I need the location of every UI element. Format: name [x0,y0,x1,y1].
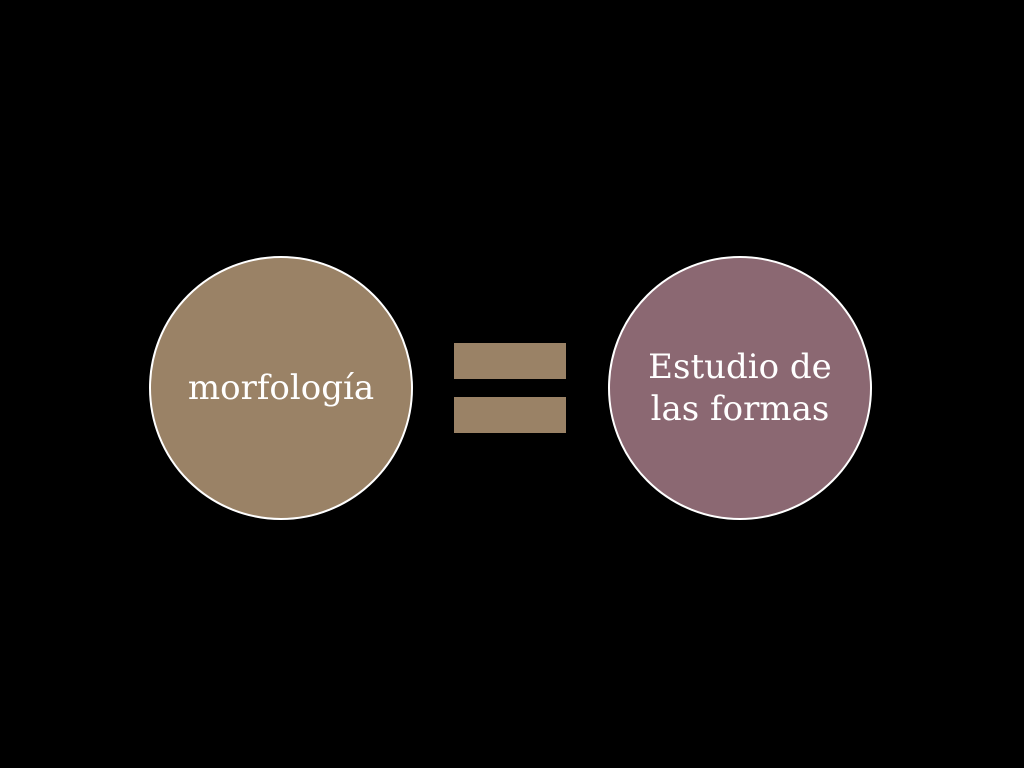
morphology-label: morfología [168,367,394,409]
equals-bar-bottom [454,397,566,433]
definition-line-2: las formas [650,389,830,429]
definition-line-1: Estudio de [648,347,832,387]
morphology-term: morfología [187,368,375,408]
equals-bar-top [454,343,566,379]
morphology-circle: morfología [149,256,413,520]
definition-circle: Estudio de las formas [608,256,872,520]
definition-label: Estudio de las formas [628,346,852,430]
